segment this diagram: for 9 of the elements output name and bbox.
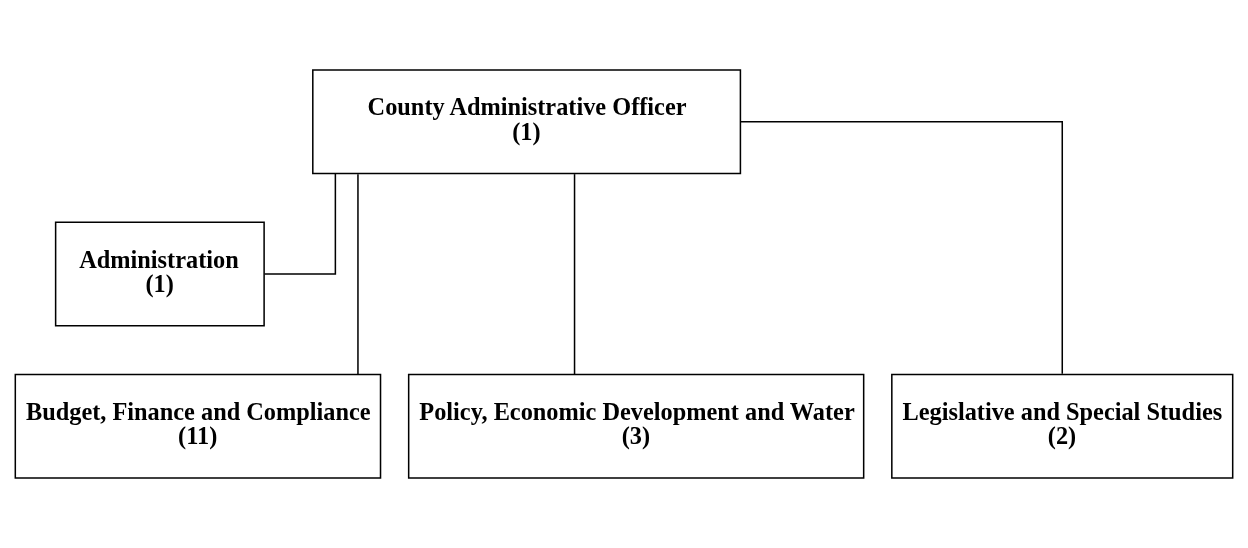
connector <box>263 173 337 275</box>
node-box: County Administrative Officer (1) <box>312 69 742 175</box>
node-box: Legislative and Special Studies (2) <box>891 373 1234 479</box>
node-box: Administration (1) <box>54 221 265 327</box>
node-box: Policy, Economic Development and Water (3) <box>407 373 865 479</box>
node-box: Budget, Finance and Compliance (11) <box>14 373 382 479</box>
connector <box>357 173 359 375</box>
connector <box>573 173 576 375</box>
connector <box>739 121 1063 375</box>
